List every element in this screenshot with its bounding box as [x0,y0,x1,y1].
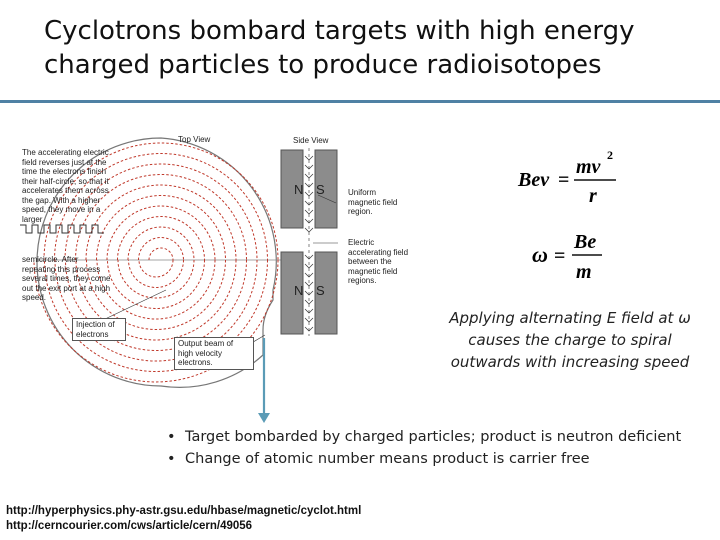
bullet-item: Change of atomic number means product is… [165,448,705,470]
field-arrow [304,182,314,188]
equation-graphic: Bev = mv 2 r ω = Be m [517,148,616,283]
magnet-top-north [280,149,304,229]
field-arrow [304,317,314,323]
orbit-half-top [106,205,216,261]
injection-label: Injection of electrons [72,318,126,341]
orbit-half-bottom [54,259,258,362]
orbit-half-bottom [33,259,279,383]
magnet-bottom-south [314,251,338,335]
eq1-lhs: Bev [517,169,550,191]
slide-title: Cyclotrons bombard targets with high ene… [44,16,635,80]
field-arrow [304,326,314,332]
magnetic-leader [317,194,337,204]
orbit-half-bottom [96,259,216,320]
eq2-equals: = [554,245,565,267]
eq1-denominator: r [589,185,597,207]
pole-s-bottom: S [316,283,325,298]
reference-link[interactable]: http://cerncourier.com/cws/article/cern/… [6,520,253,532]
orbit-half-bottom [138,259,174,278]
eq2-numerator: Be [573,231,596,253]
eq1-numerator: mv [576,156,602,178]
pole-n-top: N [294,182,304,197]
orbit-half-bottom [117,259,195,299]
spiral-caption: Applying alternating E field at ω causes… [449,309,691,371]
eq1-equals: = [558,169,569,191]
left-description: The accelerating electric field reverses… [22,148,109,224]
orbit-half-top [127,226,195,261]
title-divider [0,100,720,103]
field-arrow [304,299,314,305]
magnetic-field-label: Uniform magnetic field region. [348,188,398,216]
bullet-item: Target bombarded by charged particles; p… [165,426,705,448]
field-arrow [304,200,314,206]
field-arrow [304,263,314,269]
magnet-top-south [314,149,338,229]
eq1-exponent: 2 [607,148,613,162]
magnetic-field-arrows [304,155,314,332]
field-arrow [304,173,314,179]
references: http://hyperphysics.phy-astr.gsu.edu/hba… [6,504,361,534]
equations: Bev = mv 2 r ω = Be m [510,145,630,285]
injection-leader [102,289,167,321]
eq2-denominator: m [576,261,592,283]
orbit-half-bottom [86,259,226,330]
field-arrow [304,164,314,170]
output-label: Output beam of high velocity electrons. [174,337,254,370]
orbit-half-top [54,153,268,261]
magnet-bottom-north [280,251,304,335]
orbit-half-bottom [107,259,205,309]
side-view-label: Side View [293,136,329,145]
dee-outline [36,137,277,388]
reference-link[interactable]: http://hyperphysics.phy-astr.gsu.edu/hba… [6,505,362,517]
field-arrow [304,254,314,260]
eq2-lhs: ω [532,242,548,267]
orbit-half-bottom [128,259,184,288]
bullet-list: Target bombarded by charged particles; p… [165,426,705,470]
orbit-half-bottom [75,259,237,341]
orbit-half-top [138,237,184,261]
spiral-orbits [33,142,279,383]
field-arrow [304,272,314,278]
orbit-half-top [148,247,174,261]
field-arrow [304,209,314,215]
orbit-half-top [117,216,205,261]
top-view-label: Top View [178,135,211,144]
field-arrow [304,281,314,287]
cyclotron-illustration [20,137,338,423]
cyclotron-diagram: Top View Side View The accelerating elec… [18,130,413,430]
output-arrow-head [258,413,270,423]
field-arrow [304,218,314,224]
orbit-half-top [64,163,258,261]
electric-field-label: Electric accelerating field between the … [348,238,409,285]
orbit-half-top [85,184,237,261]
square-wave [20,224,104,234]
pole-n-bottom: N [294,283,304,298]
orbit-half-bottom [65,259,247,351]
left-description-cont: semicircle. After repeating this process… [22,255,111,302]
orbit-half-bottom [44,259,268,372]
field-arrow [304,155,314,161]
orbit-half-top [96,195,226,261]
field-arrow [304,308,314,314]
field-arrow [304,191,314,197]
pole-s-top: S [316,182,325,197]
field-arrow [304,227,314,233]
orbit-half-top [43,142,279,261]
field-arrow [304,290,314,296]
